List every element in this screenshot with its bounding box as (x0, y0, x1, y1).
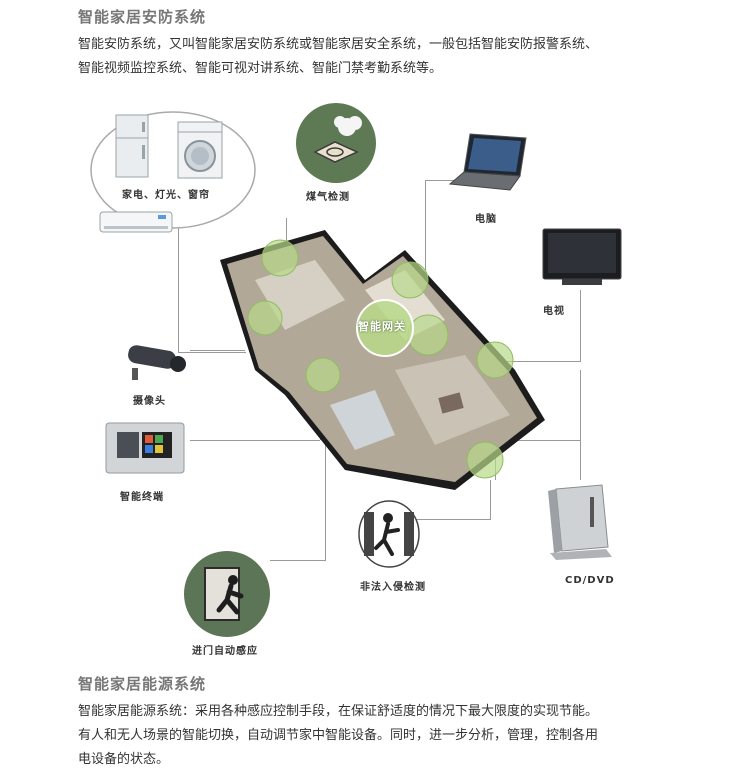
connector-appliances-h (178, 352, 246, 353)
sensor-spots (247, 239, 514, 479)
connector-intrusion (490, 480, 491, 520)
gateway-label: 智能网关 (358, 320, 406, 333)
gas-detection-icon (296, 103, 376, 183)
connector-door (325, 390, 326, 560)
label-camera: 摄像头 (133, 396, 166, 407)
dvd-player-icon (548, 484, 612, 560)
connector-intrusion-h (380, 519, 491, 520)
smart-terminal-icon (105, 422, 185, 474)
appliances-group (90, 111, 256, 233)
connector-dvd-v (580, 370, 581, 480)
security-paragraph-line-2: 智能视频监控系统、智能可视对讲系统、智能门禁考勤系统等。 (78, 61, 443, 76)
security-paragraph-line-1: 智能安防系统，又叫智能家居安防系统或智能家居安全系统，一般包括智能安防报警系统、 (78, 37, 599, 52)
washing-machine-icon (177, 121, 223, 179)
connector-dvd-h (495, 440, 580, 441)
label-gas: 煤气检测 (306, 192, 350, 203)
label-terminal: 智能终端 (120, 492, 164, 503)
connector-tv-h (500, 361, 580, 362)
connector-tv (580, 290, 581, 362)
tv-icon (542, 228, 622, 285)
section-paragraph-energy: 智能家居能源系统：采用各种感应控制手段，在保证舒适度的情况下最大限度的实现节能。… (78, 700, 678, 772)
label-door: 进门自动感应 (192, 646, 258, 657)
connector-door-h (270, 560, 326, 561)
connector-terminal (190, 440, 320, 441)
energy-paragraph-line-3: 电设备的状态。 (78, 752, 170, 767)
smart-home-diagram: 家电、灯光、窗帘 煤气检测 电脑 电视 摄像头 智能终端 (0, 90, 735, 660)
gateway-circle (356, 299, 414, 357)
connector-gas (286, 218, 287, 258)
door-sensor-icon (184, 551, 270, 637)
section-heading-security: 智能家居安防系统 (78, 8, 207, 26)
energy-paragraph-line-2: 有人和无人场景的智能切换，自动调节家中智能设备。同时，进一步分析，管理，控制各用 (78, 728, 599, 743)
section-paragraph-security: 智能安防系统，又叫智能家居安防系统或智能家居安全系统，一般包括智能安防报警系统、… (78, 33, 678, 81)
refrigerator-icon (115, 114, 149, 178)
label-dvd: CD/DVD (565, 575, 615, 586)
laptop-icon (448, 133, 527, 191)
label-tv: 电视 (543, 306, 565, 317)
connector-computer (425, 180, 426, 290)
label-appliances: 家电、灯光、窗帘 (122, 190, 210, 201)
connector-appliances (178, 218, 179, 353)
house-floorplan (220, 230, 545, 490)
intrusion-detection-icon (358, 500, 420, 568)
connector-computer-h (425, 180, 460, 181)
connector-camera (190, 350, 245, 351)
label-computer: 电脑 (475, 214, 497, 225)
energy-paragraph-line-1: 智能家居能源系统：采用各种感应控制手段，在保证舒适度的情况下最大限度的实现节能。 (78, 704, 599, 719)
air-conditioner-icon (99, 211, 173, 233)
section-heading-energy: 智能家居能源系统 (78, 675, 207, 693)
camera-icon (128, 345, 186, 380)
label-intrusion: 非法入侵检测 (360, 582, 426, 593)
